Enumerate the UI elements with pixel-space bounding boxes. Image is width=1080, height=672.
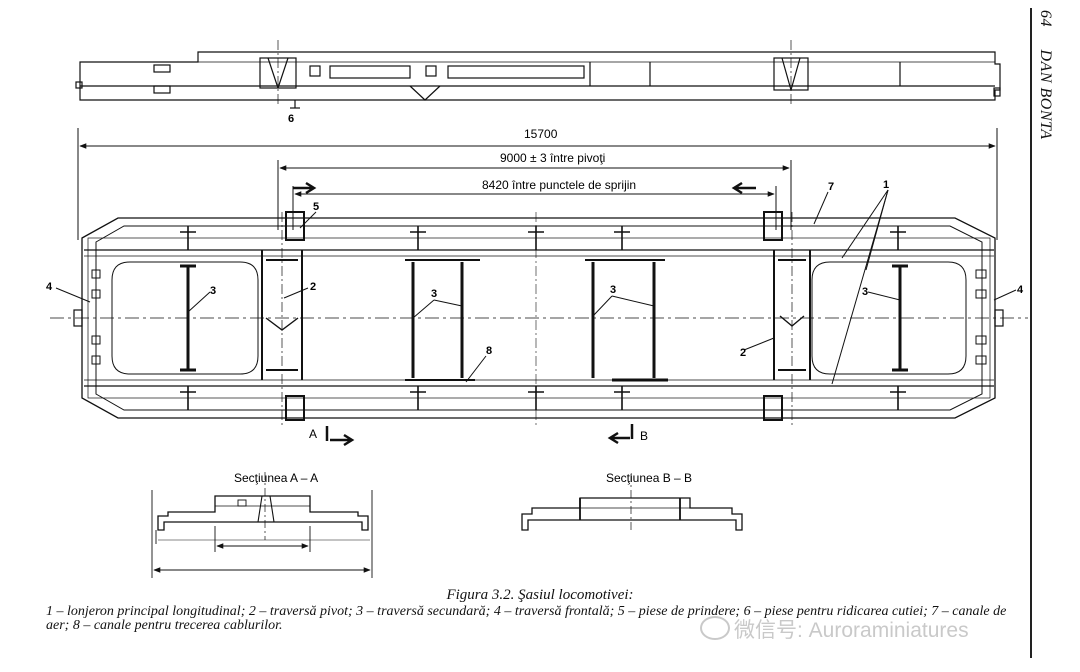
section-a-title: Secţiunea A – A — [234, 471, 318, 485]
callout-7: 7 — [828, 181, 834, 193]
dimension-pivot-distance: 9000 ± 3 între pivoţi — [500, 151, 605, 165]
callout-8: 8 — [486, 345, 492, 357]
section-b-title: Secţiunea B – B — [606, 471, 692, 485]
figure-caption-title: Figura 3.2. Şasiul locomotivei: — [446, 587, 634, 603]
callout-3-center-left: 3 — [431, 288, 437, 300]
callout-leaders — [55, 189, 1017, 385]
wechat-icon — [700, 616, 730, 640]
dimension-support-distance: 8420 între punctele de sprijin — [482, 178, 636, 192]
callout-4-left: 4 — [46, 281, 53, 293]
callout-2-left: 2 — [310, 281, 316, 293]
running-head: 64 DAN BONTA — [1036, 10, 1054, 139]
section-marker-a: A — [309, 427, 317, 441]
figure-caption-body: 1 – lonjeron principal longitudinal; 2 –… — [46, 604, 1007, 633]
running-head-author: DAN BONTA — [1037, 49, 1054, 140]
section-b-drawing — [521, 474, 743, 532]
chassis-plan-view — [50, 211, 1028, 426]
page-number: 64 — [1037, 10, 1054, 27]
callout-1: 1 — [883, 179, 889, 191]
dimension-overall-length: 15700 — [524, 127, 558, 141]
watermark-text: 微信号: Auroraminiatures — [734, 619, 969, 642]
side-elevation-view — [75, 40, 1001, 109]
section-cut-arrows — [325, 424, 634, 447]
watermark: 微信号: Auroraminiatures — [700, 614, 969, 644]
callout-3-left: 3 — [210, 285, 216, 297]
callout-3-right: 3 — [862, 286, 868, 298]
callout-6: 6 — [288, 113, 294, 125]
callout-2-right: 2 — [740, 347, 746, 359]
callout-5: 5 — [313, 201, 319, 213]
callout-3-center-right: 3 — [610, 284, 616, 296]
section-a-drawing — [151, 472, 373, 578]
chassis-drawing: 6 15700 9000 ± 3 între pivoţi 8420 între… — [46, 40, 1028, 578]
callout-4-right: 4 — [1017, 284, 1024, 296]
page-margin-rule — [1030, 8, 1032, 658]
section-marker-b: B — [640, 429, 648, 443]
hold-arrows-top — [293, 181, 756, 195]
